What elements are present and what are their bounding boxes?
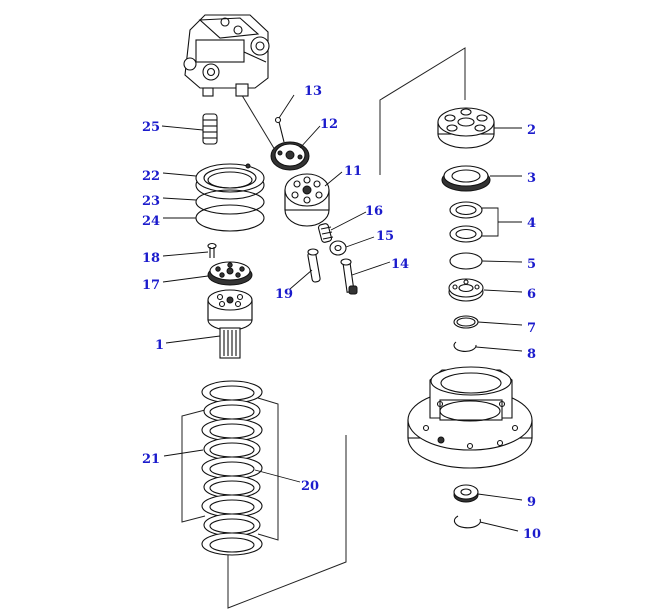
callout-22: 22: [142, 169, 160, 184]
callout-24: 24: [142, 214, 160, 229]
assembly-frame-lines: [227, 47, 466, 609]
disc-stack-bracket-right: [257, 397, 279, 541]
valve-port-left: [202, 63, 220, 81]
part-7-ring: [453, 315, 479, 329]
part-13-pin: [274, 116, 285, 143]
callout-16: 16: [365, 204, 383, 219]
part-5-ring: [449, 252, 483, 270]
part-11-cylinder-block: [284, 173, 330, 227]
frame-line-right-upper: [379, 47, 466, 175]
callout-7: 7: [527, 321, 536, 336]
callout-13: 13: [304, 84, 322, 99]
callout-8: 8: [527, 347, 536, 362]
callout-10: 10: [523, 527, 541, 542]
callout-23: 23: [142, 194, 160, 209]
valve-side-plug: [183, 57, 197, 71]
callout-18: 18: [142, 251, 160, 266]
frame-line-valve-to-plate: [239, 91, 276, 151]
callout-12: 12: [320, 117, 338, 132]
part-16-spring: [317, 223, 334, 243]
callout-9: 9: [527, 495, 536, 510]
callout-4: 4: [527, 216, 536, 231]
callout-5: 5: [527, 257, 536, 272]
part-6-bearing: [448, 278, 484, 302]
callout-15: 15: [376, 229, 394, 244]
valve-edge-line: [243, 51, 267, 63]
leader-lines: [161, 94, 523, 532]
callout-21: 21: [142, 452, 160, 467]
callout-11: 11: [344, 164, 362, 179]
disc-stack-bracket-left: [181, 409, 206, 523]
part-19-piston: [307, 248, 321, 283]
part-24-o-ring: [195, 204, 265, 232]
part-4-rings: [449, 201, 499, 243]
callout-labels: 1 2 3 4 5 6 7 8 9 10 11 12 13 14 15 16 1…: [142, 84, 541, 542]
callout-1: 1: [155, 338, 164, 353]
part-23-o-ring: [195, 189, 265, 215]
callout-3: 3: [527, 171, 536, 186]
part-17-retainer-plate: [207, 261, 253, 286]
disc-stack: [181, 380, 279, 556]
disc-plates: [201, 380, 263, 556]
valve-bottom-plug: [202, 87, 214, 97]
spring-body: [202, 113, 218, 145]
callout-19: 19: [275, 287, 293, 302]
callout-20: 20: [301, 479, 319, 494]
part-14-piston: [340, 258, 358, 295]
part-12-valve-plate: [270, 141, 310, 171]
part-8-snap-ring: [453, 341, 477, 352]
part-3-seal: [441, 165, 491, 192]
part-10-snap-ring: [453, 515, 481, 529]
callout-17: 17: [142, 278, 160, 293]
part-1-shaft: [207, 289, 253, 359]
part-15-washer: [329, 240, 347, 256]
part-2-carrier: [437, 107, 495, 149]
valve-top-bolt: [233, 25, 243, 35]
part-25-spring: [202, 113, 218, 145]
valve-block: [183, 14, 270, 97]
frame-line-left-lower: [227, 435, 347, 609]
callout-25: 25: [142, 120, 160, 135]
valve-port-left-bore: [206, 67, 216, 77]
disc-inner-edge: [209, 537, 255, 553]
part-18-bolt: [207, 242, 217, 258]
callout-2: 2: [527, 123, 536, 138]
housing: [407, 366, 533, 469]
valve-bottom-plug: [235, 83, 249, 97]
callout-6: 6: [527, 287, 536, 302]
valve-port-right: [250, 36, 270, 56]
part-9-bearing: [453, 484, 479, 503]
friction-disc: [201, 532, 263, 556]
valve-body-face: [195, 39, 245, 63]
callout-14: 14: [391, 257, 409, 272]
valve-port-right-bore: [255, 41, 265, 51]
valve-top-bolt: [220, 17, 230, 27]
